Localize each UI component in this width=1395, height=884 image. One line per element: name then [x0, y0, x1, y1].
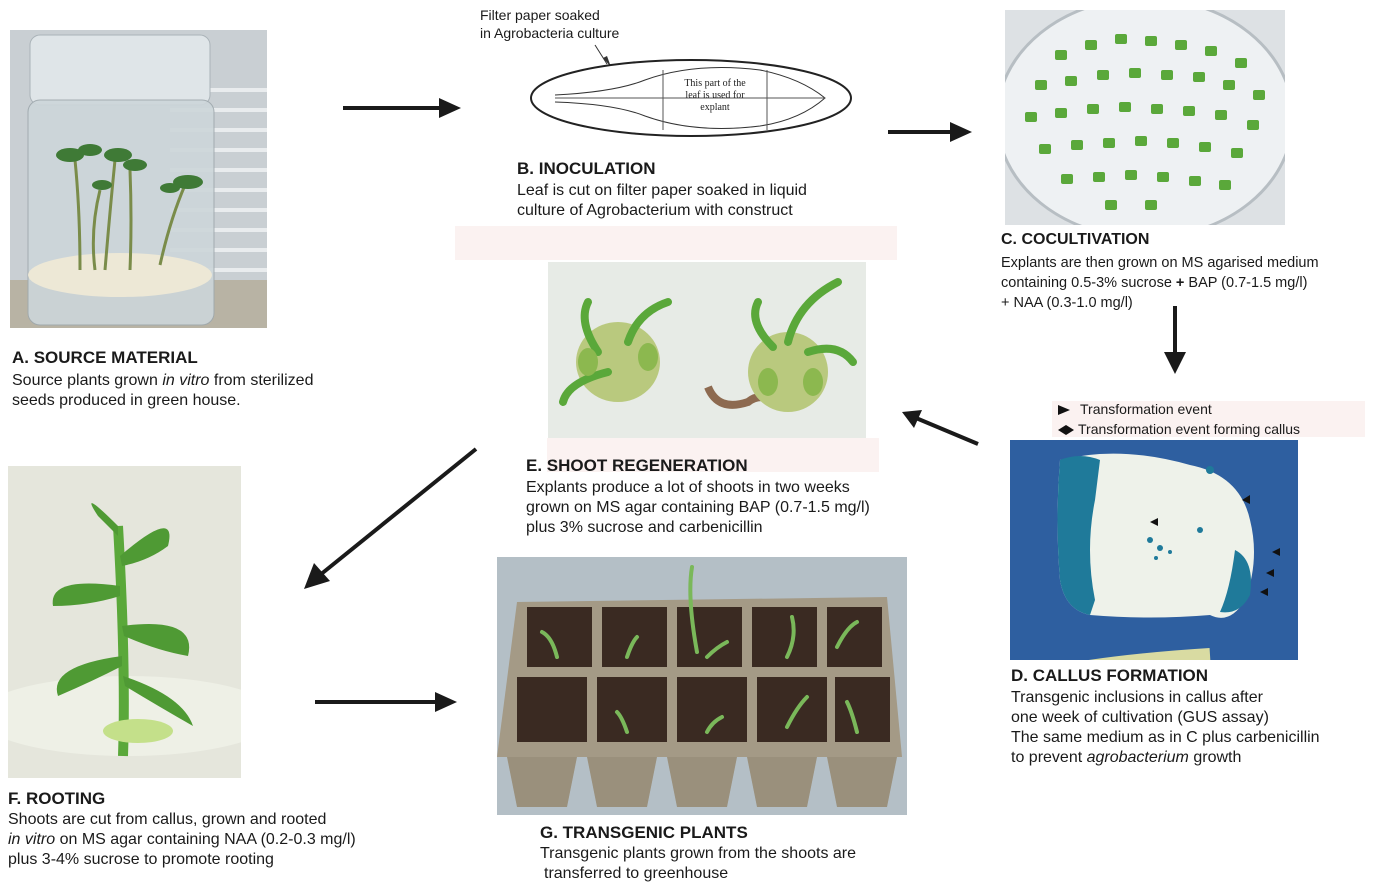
- arrow-a-to-b: [343, 96, 463, 120]
- step-a-description: Source plants grown in vitro from steril…: [12, 371, 313, 411]
- step-c-description: Explants are then grown on MS agarised m…: [1001, 253, 1319, 313]
- arrow-f-to-g: [315, 690, 460, 714]
- double-arrow-marker-icon: [1058, 425, 1066, 435]
- step-b-description: Leaf is cut on filter paper soaked in li…: [517, 181, 807, 221]
- leaf-label-2: leaf is used for: [685, 90, 745, 101]
- step-d-description: Transgenic inclusions in callus after on…: [1011, 688, 1320, 768]
- highlight-box-top: [455, 226, 897, 260]
- leaf-diagram: This part of the leaf is used for explan…: [525, 40, 860, 140]
- step-b-title: B. INOCULATION: [517, 159, 656, 179]
- step-e-title: E. SHOOT REGENERATION: [526, 456, 748, 476]
- step-e-description: Explants produce a lot of shoots in two …: [526, 478, 870, 538]
- step-f-description: Shoots are cut from callus, grown and ro…: [8, 810, 356, 870]
- photo-rooting: [8, 466, 241, 778]
- arrowhead-marker-icon: [1058, 405, 1070, 415]
- step-g-title: G. TRANSGENIC PLANTS: [540, 823, 748, 843]
- legend-transformation-event: Transformation event: [1058, 400, 1212, 419]
- arrow-b-to-c: [888, 120, 973, 144]
- photo-cocultivation-dish: [1005, 10, 1285, 225]
- legend-transformation-callus: Transformation event forming callus: [1058, 420, 1300, 439]
- step-d-title: D. CALLUS FORMATION: [1011, 666, 1208, 686]
- step-g-description: Transgenic plants grown from the shoots …: [540, 844, 856, 884]
- arrow-d-to-e: [900, 408, 980, 448]
- arrow-e-to-f: [300, 447, 480, 592]
- photo-transgenic-plants: [497, 557, 907, 815]
- step-c-title: C. COCULTIVATION: [1001, 231, 1149, 249]
- filter-paper-callout: Filter paper soaked in Agrobacteria cult…: [480, 6, 619, 42]
- step-f-title: F. ROOTING: [8, 789, 105, 809]
- step-a-title: A. SOURCE MATERIAL: [12, 348, 198, 368]
- photo-shoot-regeneration: [548, 262, 866, 438]
- arrow-c-to-d: [1162, 306, 1188, 376]
- photo-source-material: [10, 30, 267, 328]
- leaf-label-3: explant: [700, 102, 730, 113]
- photo-callus-gus: [1010, 440, 1298, 660]
- leaf-label-1: This part of the: [684, 78, 746, 89]
